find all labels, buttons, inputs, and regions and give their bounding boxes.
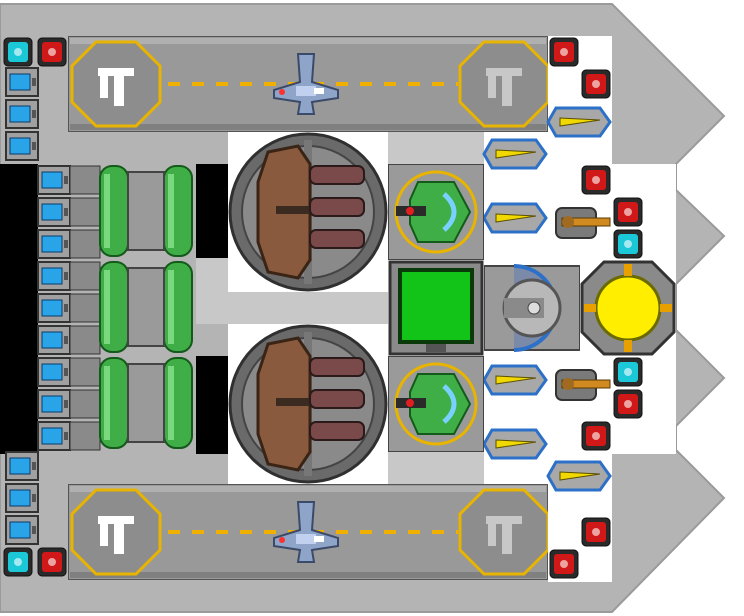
green-turret-bottom[interactable] (388, 356, 484, 452)
heavy-cannon-turret-icon[interactable] (228, 324, 388, 484)
top-hangar (68, 36, 548, 132)
fighter-craft-icon[interactable] (273, 53, 339, 115)
reactor-core[interactable] (580, 260, 676, 356)
fighter-craft-icon[interactable] (273, 501, 339, 563)
control-console[interactable] (388, 260, 484, 356)
sensor-dome[interactable] (484, 260, 580, 356)
reactor-core-icon[interactable] (580, 260, 676, 356)
cannon-turret-top[interactable] (228, 132, 388, 292)
sensor-dome-icon[interactable] (484, 260, 580, 356)
runway-icon (68, 484, 548, 580)
landing-pad-icon[interactable] (458, 40, 548, 128)
floor-tile-b (388, 132, 484, 164)
heavy-cannon-turret-icon[interactable] (228, 132, 388, 292)
bottom-hangar (68, 484, 548, 580)
green-turret-icon[interactable] (388, 164, 484, 260)
room-white-bot-strip (548, 452, 612, 582)
floor-tile-top (228, 292, 388, 324)
room-white-top-strip (548, 36, 612, 166)
void-mid-top (196, 164, 228, 258)
landing-pad-icon[interactable] (70, 40, 162, 128)
landing-pad-icon[interactable] (458, 488, 548, 576)
void-left (0, 164, 38, 454)
runway-icon (68, 36, 548, 132)
cannon-turret-bottom[interactable] (228, 324, 388, 484)
green-turret-top[interactable] (388, 164, 484, 260)
corridor-floor (196, 258, 228, 324)
landing-pad-icon[interactable] (70, 488, 162, 576)
void-mid-bot (196, 356, 228, 454)
green-turret-icon[interactable] (388, 356, 484, 452)
control-screen-icon[interactable] (388, 260, 484, 356)
